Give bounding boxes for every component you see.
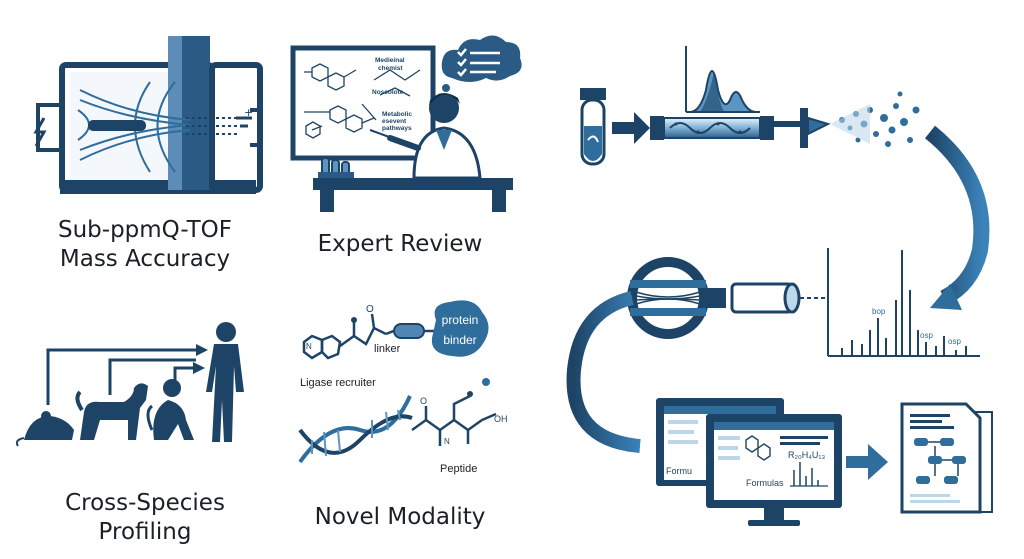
lc-column-icon [650, 116, 774, 140]
cross-species-caption-line1: Cross-Species [65, 490, 225, 516]
svg-text:OH: OH [494, 414, 508, 424]
qtof-instrument-icon: + [33, 36, 263, 194]
monitor-formula: R₂₀H₄U₁₃ [788, 450, 825, 460]
novel-modality-icon: O N protein binder linker Ligase recruit… [298, 300, 508, 475]
board-note-medicinal: Medieinal [375, 57, 405, 64]
expert-review-icon: Medieinal chemist Nossolote Metabolic es… [290, 35, 522, 212]
peptide-label: Peptide [440, 463, 477, 475]
ion-tube-icon [706, 282, 826, 314]
board-note-esevent: esevent [382, 118, 407, 125]
quadrupole-ring-icon [627, 257, 709, 339]
svg-text:O: O [420, 396, 427, 406]
linker-label: linker [374, 343, 401, 355]
spectrum-label-1: bop [872, 307, 886, 316]
svg-text:O: O [366, 304, 374, 315]
binder-label: binder [443, 333, 476, 347]
cross-species-caption-line2: Profiling [98, 519, 192, 545]
analysis-monitor-front: R₂₀H₄U₁₃ Formulas [706, 414, 842, 526]
mass-accuracy-caption-line1: Sub-ppmQ-TOF [58, 217, 232, 243]
protein-label: protein [442, 313, 479, 327]
cross-species-icon [15, 322, 244, 447]
svg-text:+: + [244, 106, 253, 119]
ligase-label: Ligase recruiter [300, 377, 376, 389]
board-note-chemist: chemist [378, 65, 403, 72]
arrow-right-icon [846, 444, 888, 480]
monitor-front-label: Formulas [746, 478, 784, 488]
arrow-right-icon [612, 112, 650, 144]
sample-vial-icon [580, 88, 606, 166]
mass-accuracy-caption-line2: Mass Accuracy [59, 246, 231, 272]
svg-text:N: N [306, 342, 312, 351]
spectrum-label-3: osp [948, 337, 961, 346]
board-note-pathways: pathways [382, 125, 412, 132]
lcms-workflow-diagram: bop osp osp Formu [566, 46, 993, 526]
spectrum-label-2: osp [920, 331, 933, 340]
esi-source-icon [800, 91, 920, 148]
mass-spectrum-icon: bop osp osp [827, 248, 980, 357]
mass-accuracy-caption: Sub-ppmQ-TOF Mass Accuracy [20, 216, 270, 274]
chromatogram-icon [685, 46, 760, 113]
svg-text:N: N [444, 437, 450, 446]
checklist-cloud-icon [437, 35, 522, 99]
board-note-metabolic: Metabolic [382, 111, 412, 118]
monitor-back-label: Formu [666, 466, 692, 476]
board-note-nossolote: Nossolote [372, 89, 404, 96]
novel-modality-caption: Novel Modality [314, 504, 486, 530]
cross-species-caption: Cross-Species Profiling [20, 489, 270, 547]
report-document-icon [900, 402, 993, 514]
expert-review-caption: Expert Review [317, 231, 483, 257]
